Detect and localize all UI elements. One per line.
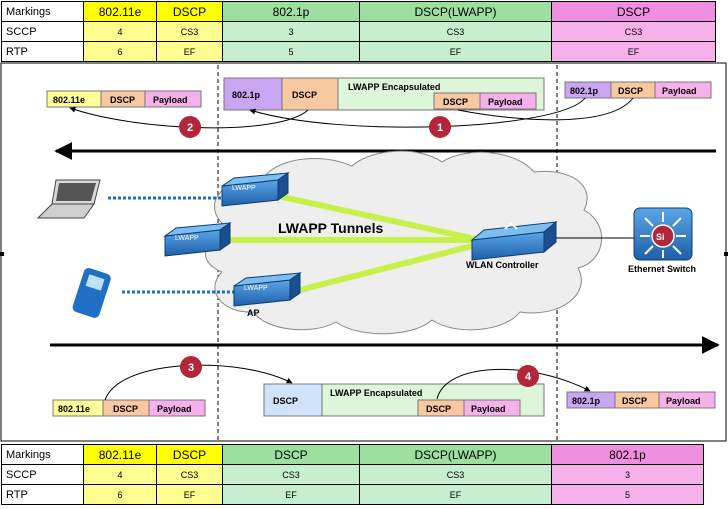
svg-text:DSCP: DSCP xyxy=(292,90,317,100)
table-row: SCCP 4 CS3 3 CS3 CS3 xyxy=(1,21,716,42)
header-dscp: DSCP xyxy=(156,1,223,22)
svg-text:Payload: Payload xyxy=(488,97,523,107)
step-badge-4: 4 xyxy=(517,365,539,387)
table-cell: 3 xyxy=(551,464,704,485)
svg-text:LWAPP: LWAPP xyxy=(244,285,268,292)
table-cell: EF xyxy=(359,41,552,62)
access-point-bottom: LWAPP xyxy=(233,272,302,307)
table-cell: EF xyxy=(156,484,223,505)
svg-text:DSCP: DSCP xyxy=(618,86,643,96)
svg-text:Payload: Payload xyxy=(157,404,192,414)
step-badge-2: 2 xyxy=(179,116,201,138)
packet-8021p-bottom: 802.1p DSCP Payload xyxy=(566,391,716,409)
svg-text:Si: Si xyxy=(656,232,665,242)
row-label: SCCP xyxy=(1,464,84,485)
header-dscp-lwapp: DSCP(LWAPP) xyxy=(359,1,552,22)
packet-lwapp-top: 802.1p DSCP LWAPP Encapsulated DSCP Payl… xyxy=(223,77,545,111)
svg-text:802.1p: 802.1p xyxy=(232,90,261,100)
table-cell: 5 xyxy=(551,484,704,505)
table-cell: 3 xyxy=(222,21,360,42)
access-point-middle: LWAPP xyxy=(163,222,232,257)
header-80211e: 802.11e xyxy=(83,444,157,465)
svg-text:Payload: Payload xyxy=(662,86,697,96)
svg-text:802.11e: 802.11e xyxy=(58,404,90,414)
packet-80211e-top: 802.11e DSCP Payload xyxy=(46,90,202,108)
svg-text:4: 4 xyxy=(525,371,532,383)
table-row: RTP 6 EF 5 EF EF xyxy=(1,41,716,62)
top-markings-table: Markings 802.11e DSCP 802.1p DSCP(LWAPP)… xyxy=(1,1,716,62)
row-label: SCCP xyxy=(1,21,84,42)
header-dscp: DSCP xyxy=(156,444,223,465)
row-label: RTP xyxy=(1,41,84,62)
header-dscp-lwapp: DSCP(LWAPP) xyxy=(359,444,552,465)
svg-text:LWAPP Encapsulated: LWAPP Encapsulated xyxy=(330,388,422,398)
header-dscp: DSCP xyxy=(222,444,360,465)
table-cell: CS3 xyxy=(156,21,223,42)
laptop-icon xyxy=(36,179,101,219)
svg-text:LWAPP Encapsulated: LWAPP Encapsulated xyxy=(348,82,440,92)
bottom-markings-table: Markings 802.11e DSCP DSCP DSCP(LWAPP) 8… xyxy=(1,444,704,505)
header-80211e: 802.11e xyxy=(83,1,157,22)
wireless-links xyxy=(108,196,234,294)
ap-label: AP xyxy=(247,308,260,318)
svg-text:LWAPP: LWAPP xyxy=(232,185,256,192)
packet-lwapp-bottom: DSCP LWAPP Encapsulated DSCP Payload xyxy=(263,383,545,417)
packet-8021p-top: 802.1p DSCP Payload xyxy=(564,81,712,99)
svg-text:Payload: Payload xyxy=(153,95,188,105)
svg-text:DSCP: DSCP xyxy=(426,404,451,414)
arrow-1b xyxy=(457,97,634,121)
svg-text:3: 3 xyxy=(188,362,194,374)
header-dscp-wired: DSCP xyxy=(551,1,716,22)
step-badge-1: 1 xyxy=(429,116,451,138)
lwapp-tunnels xyxy=(225,193,483,295)
table-cell: CS3 xyxy=(222,464,360,485)
table-cell: 5 xyxy=(222,41,360,62)
wlan-controller-icon xyxy=(470,220,558,261)
header-8021p: 802.1p xyxy=(551,444,704,465)
step-badge-3: 3 xyxy=(180,356,202,378)
header-markings: Markings xyxy=(1,1,84,22)
svg-text:DSCP: DSCP xyxy=(443,97,468,107)
svg-text:DSCP: DSCP xyxy=(273,396,298,406)
table-cell: 6 xyxy=(83,484,157,505)
table-cell: EF xyxy=(359,484,552,505)
row-label: RTP xyxy=(1,484,84,505)
controller-label: WLAN Controller xyxy=(466,260,539,270)
svg-text:802.1p: 802.1p xyxy=(570,86,599,96)
svg-text:LWAPP: LWAPP xyxy=(175,235,199,242)
table-cell: 4 xyxy=(83,464,157,485)
arrow-2 xyxy=(69,106,309,129)
svg-text:DSCP: DSCP xyxy=(622,396,647,406)
table-cell: CS3 xyxy=(359,21,552,42)
svg-text:Payload: Payload xyxy=(471,404,506,414)
svg-text:DSCP: DSCP xyxy=(113,404,138,414)
packet-80211e-bottom: 802.11e DSCP Payload xyxy=(52,399,206,417)
svg-text:Payload: Payload xyxy=(666,396,701,406)
table-cell: EF xyxy=(156,41,223,62)
tunnels-label: LWAPP Tunnels xyxy=(278,220,383,236)
svg-text:2: 2 xyxy=(187,122,193,134)
switch-label: Ethernet Switch xyxy=(628,264,696,274)
access-point-top: LWAPP xyxy=(221,172,290,207)
table-cell: EF xyxy=(551,41,716,62)
table-cell: 6 xyxy=(83,41,157,62)
header-markings: Markings xyxy=(1,444,84,465)
table-cell: CS3 xyxy=(156,464,223,485)
table-cell: CS3 xyxy=(551,21,716,42)
svg-text:802.11e: 802.11e xyxy=(53,95,85,105)
svg-text:802.1p: 802.1p xyxy=(572,396,601,406)
phone-icon xyxy=(72,268,111,318)
table-cell: EF xyxy=(222,484,360,505)
svg-text:DSCP: DSCP xyxy=(110,95,135,105)
table-row: SCCP 4 CS3 CS3 CS3 3 xyxy=(1,464,704,485)
table-row: RTP 6 EF EF EF 5 xyxy=(1,484,704,505)
arrow-4 xyxy=(436,368,591,400)
svg-text:1: 1 xyxy=(437,122,443,134)
ethernet-switch-icon: Si xyxy=(633,207,693,261)
table-cell: CS3 xyxy=(359,464,552,485)
